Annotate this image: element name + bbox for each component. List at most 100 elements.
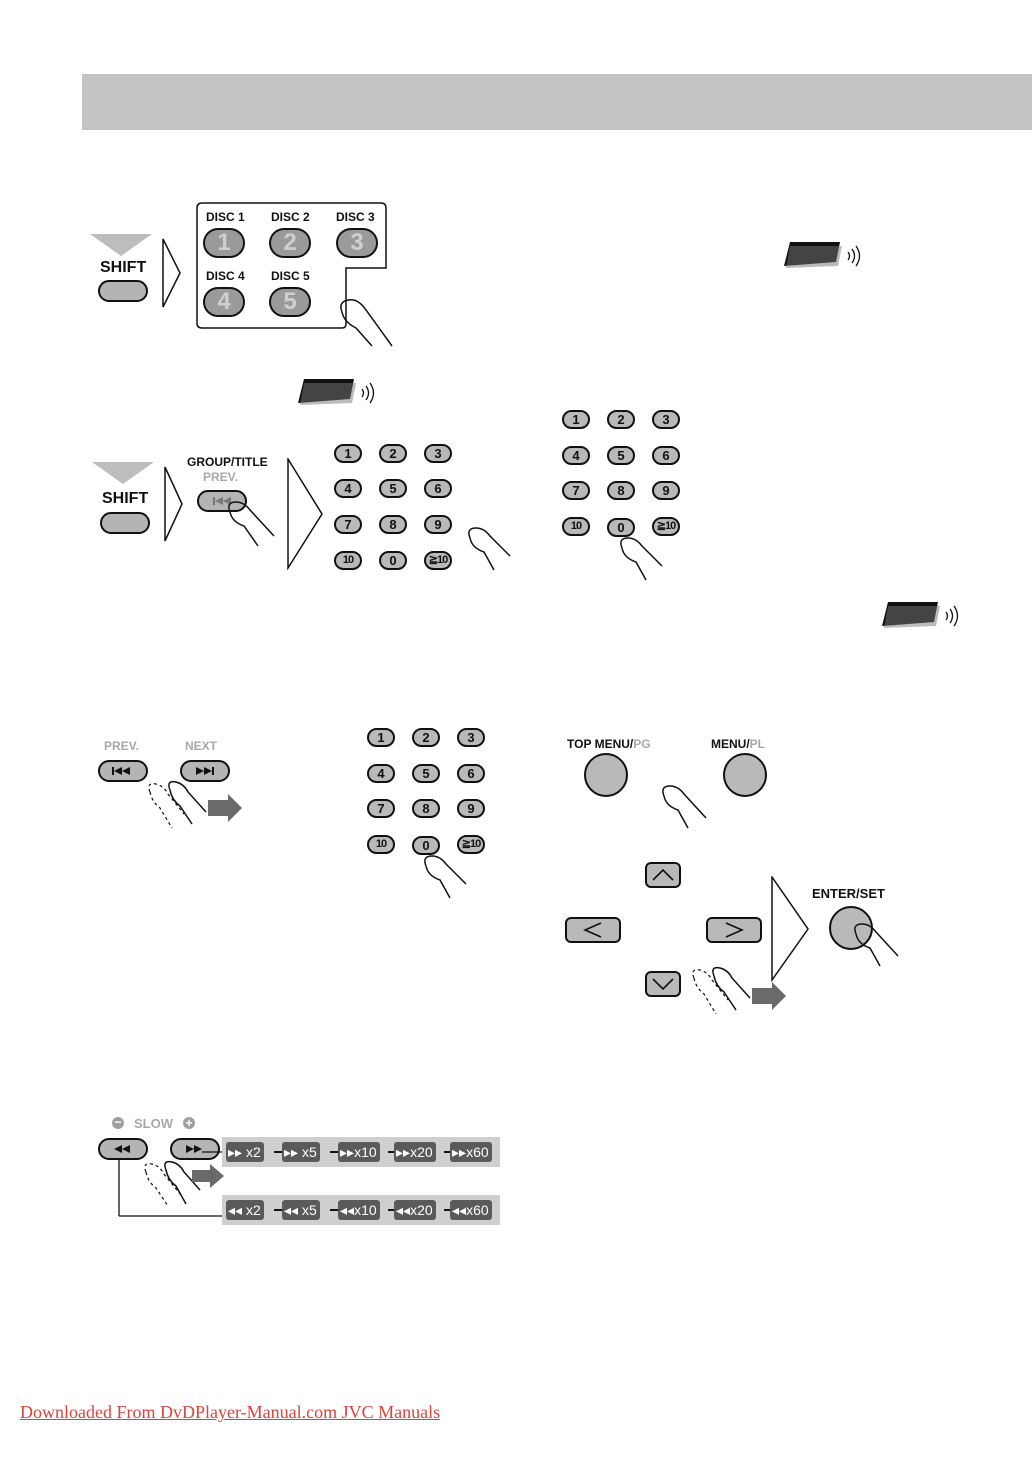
num-8-button[interactable]: 8 (412, 799, 440, 818)
top-menu-label-text: TOP MENU/ (567, 737, 634, 751)
num-0-button[interactable]: 0 (379, 551, 407, 570)
arrow-icon (444, 1209, 450, 1211)
cursor-left-button[interactable] (565, 917, 621, 943)
disc2-button[interactable]: 2 (269, 228, 311, 258)
num-10-button[interactable]: 10 (367, 835, 395, 854)
group-title-prev-button[interactable] (197, 490, 247, 512)
num-1-button[interactable]: 1 (562, 410, 590, 429)
num-5-button[interactable]: 5 (379, 479, 407, 498)
remote-signal-icon (784, 242, 861, 268)
shift-label: SHIFT (102, 490, 149, 507)
num-4-button[interactable]: 4 (562, 446, 590, 465)
finger-icon (424, 855, 467, 899)
forward-speed-chip: ▸▸x60 (450, 1142, 492, 1162)
finger-icon (620, 537, 663, 581)
num-9-button[interactable]: 9 (652, 481, 680, 500)
slow-reverse-button[interactable] (98, 1138, 148, 1160)
cursor-up-button[interactable] (645, 862, 681, 888)
top-menu-sub-label: PG (633, 737, 651, 751)
num-9-button[interactable]: 9 (424, 515, 452, 534)
num-6-button[interactable]: 6 (457, 764, 485, 783)
forward-speed-chip: ▸▸ x2 (226, 1142, 264, 1162)
num-5-button[interactable]: 5 (412, 764, 440, 783)
disc4-label: DISC 4 (206, 269, 245, 283)
arrow-icon (274, 1209, 282, 1211)
arrow-icon (330, 1151, 338, 1153)
cursor-down-button[interactable] (645, 971, 681, 997)
reverse-speed-chip: ◂◂ x5 (282, 1200, 320, 1220)
menu-label-text: MENU/ (711, 737, 750, 751)
num-8-button[interactable]: 8 (379, 515, 407, 534)
finger-slide-icon (148, 780, 242, 829)
minus-icon: − (112, 1116, 124, 1129)
forward-speed-chip: ▸▸x20 (394, 1142, 436, 1162)
disc4-button[interactable]: 4 (203, 287, 245, 317)
slow-label: SLOW (134, 1116, 173, 1131)
shift-button[interactable] (100, 512, 150, 534)
next-label: NEXT (185, 739, 218, 753)
num-0-button[interactable]: 0 (412, 836, 440, 855)
next-button[interactable] (180, 760, 230, 782)
next-step-chevron-icon (162, 238, 181, 308)
num-2-button[interactable]: 2 (607, 410, 635, 429)
finger-icon (854, 923, 899, 967)
num-7-button[interactable]: 7 (367, 799, 395, 818)
reverse-speed-chip: ◂◂x60 (450, 1200, 492, 1220)
next-step-chevron-icon (287, 458, 323, 570)
num-2-button[interactable]: 2 (379, 444, 407, 463)
num-6-button[interactable]: 6 (652, 446, 680, 465)
num-6-button[interactable]: 6 (424, 479, 452, 498)
cursor-right-button[interactable] (706, 917, 762, 943)
disc3-button[interactable]: 3 (336, 228, 378, 258)
num-plus10-button[interactable]: ≧10 (652, 517, 680, 536)
num-1-button[interactable]: 1 (367, 728, 395, 747)
next-step-chevron-icon (771, 876, 809, 982)
header-bar (82, 74, 1032, 130)
disc3-label: DISC 3 (336, 210, 375, 224)
num-10-button[interactable]: 10 (334, 551, 362, 570)
num-plus10-button[interactable]: ≧10 (457, 835, 485, 854)
num-3-button[interactable]: 3 (424, 444, 452, 463)
reverse-speed-chip: ◂◂x20 (394, 1200, 436, 1220)
num-3-button[interactable]: 3 (652, 410, 680, 429)
shift-button[interactable] (98, 280, 148, 302)
forward-speed-chip: ▸▸ x5 (282, 1142, 320, 1162)
num-0-button[interactable]: 0 (607, 518, 635, 537)
num-1-button[interactable]: 1 (334, 444, 362, 463)
finger-icon (468, 527, 511, 571)
prev-button[interactable] (98, 760, 148, 782)
finger-icon (228, 501, 275, 547)
forward-speed-x5: x5 (301, 1144, 317, 1160)
num-10-button[interactable]: 10 (562, 517, 590, 536)
chevron-down-icon (652, 978, 674, 991)
finger-slide-icon (692, 966, 786, 1015)
num-7-button[interactable]: 7 (562, 481, 590, 500)
num-8-button[interactable]: 8 (607, 481, 635, 500)
menu-sub-label: PL (749, 737, 766, 751)
skip-back-icon (112, 767, 130, 775)
forward-speed-x2: x2 (245, 1144, 261, 1160)
num-3-button[interactable]: 3 (457, 728, 485, 747)
disc1-button[interactable]: 1 (203, 228, 245, 258)
num-2-button[interactable]: 2 (412, 728, 440, 747)
num-plus10-button[interactable]: ≧10 (424, 551, 452, 570)
num-9-button[interactable]: 9 (457, 799, 485, 818)
arrow-icon (274, 1151, 282, 1153)
reverse-speed-x10: x10 (354, 1202, 377, 1218)
num-7-button[interactable]: 7 (334, 515, 362, 534)
shift-label: SHIFT (100, 259, 147, 276)
arrow-icon (444, 1151, 450, 1153)
top-menu-button[interactable] (584, 753, 628, 797)
enter-set-label: ENTER/SET (812, 886, 885, 901)
num-4-button[interactable]: 4 (334, 479, 362, 498)
skip-back-icon (213, 497, 231, 505)
chevron-right-icon (725, 922, 744, 938)
forward-speed-x60: x60 (466, 1144, 489, 1160)
reverse-speed-x60: x60 (466, 1202, 489, 1218)
download-source-link[interactable]: Downloaded From DvDPlayer-Manual.com JVC… (20, 1402, 441, 1422)
menu-button[interactable] (723, 753, 767, 797)
slow-forward-button[interactable] (170, 1138, 220, 1160)
disc5-button[interactable]: 5 (269, 287, 311, 317)
num-4-button[interactable]: 4 (367, 764, 395, 783)
num-5-button[interactable]: 5 (607, 446, 635, 465)
